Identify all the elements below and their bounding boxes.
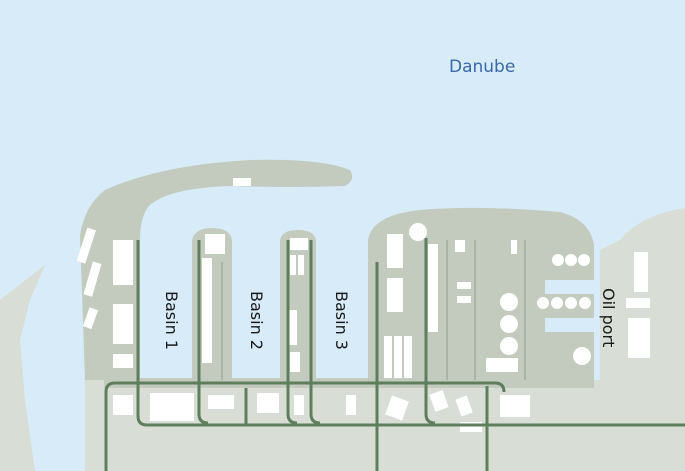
building [384, 336, 392, 378]
building [486, 358, 518, 372]
building [626, 298, 650, 308]
oil-tank [500, 315, 518, 333]
oil-tank [565, 297, 577, 309]
building [429, 390, 449, 412]
railway-lines [104, 238, 685, 471]
left-land [0, 265, 45, 471]
building [387, 278, 403, 312]
oil-port-label: Oil port [599, 288, 618, 348]
buildings [76, 178, 650, 432]
building [208, 395, 234, 409]
building [294, 395, 304, 415]
building [82, 307, 99, 330]
building [287, 310, 297, 345]
building [457, 282, 471, 289]
building [83, 261, 102, 297]
building [394, 336, 402, 378]
building [457, 296, 471, 303]
oil-tank [537, 297, 549, 309]
building [455, 240, 465, 252]
building [500, 395, 530, 417]
secondary-tracks [221, 240, 526, 380]
building [298, 255, 304, 275]
oil-tank [578, 254, 590, 266]
railway-line [136, 240, 685, 427]
danube-label: Danube [449, 57, 516, 77]
building [290, 255, 296, 275]
building [290, 352, 300, 372]
oil-tank [500, 293, 518, 311]
building [387, 234, 403, 268]
oil-tanks [409, 223, 591, 365]
breakwater-arm [80, 159, 353, 380]
oil-tank [565, 254, 577, 266]
oil-tank [409, 223, 427, 241]
building [511, 240, 517, 254]
building [428, 244, 438, 332]
oil-tank [573, 347, 591, 365]
basin-3-label: Basin 3 [332, 291, 351, 350]
railway-line [104, 381, 506, 471]
building [628, 318, 650, 358]
building [202, 258, 212, 363]
oil-tank [579, 297, 591, 309]
oil-tank [552, 254, 564, 266]
railway-line [424, 238, 436, 425]
building [76, 227, 97, 264]
building [385, 395, 409, 421]
basin-2-label: Basin 2 [247, 291, 266, 350]
building [113, 395, 133, 415]
oil-tank [500, 337, 518, 355]
building [460, 422, 482, 432]
railway-line [197, 240, 209, 425]
building [205, 234, 225, 254]
building [150, 393, 194, 421]
building [290, 238, 308, 250]
oil-port-water-upper [545, 280, 595, 294]
building [113, 304, 133, 344]
building [113, 354, 133, 368]
oil-port-water-lower [545, 318, 595, 332]
building [404, 336, 412, 378]
railway-line [286, 240, 298, 425]
building [634, 252, 648, 292]
building [257, 393, 279, 413]
building [346, 395, 356, 415]
building [113, 240, 133, 285]
oil-tank [551, 297, 563, 309]
railway-line [309, 240, 321, 425]
building [455, 395, 473, 417]
basin-1-label: Basin 1 [162, 291, 181, 350]
building [233, 178, 251, 186]
